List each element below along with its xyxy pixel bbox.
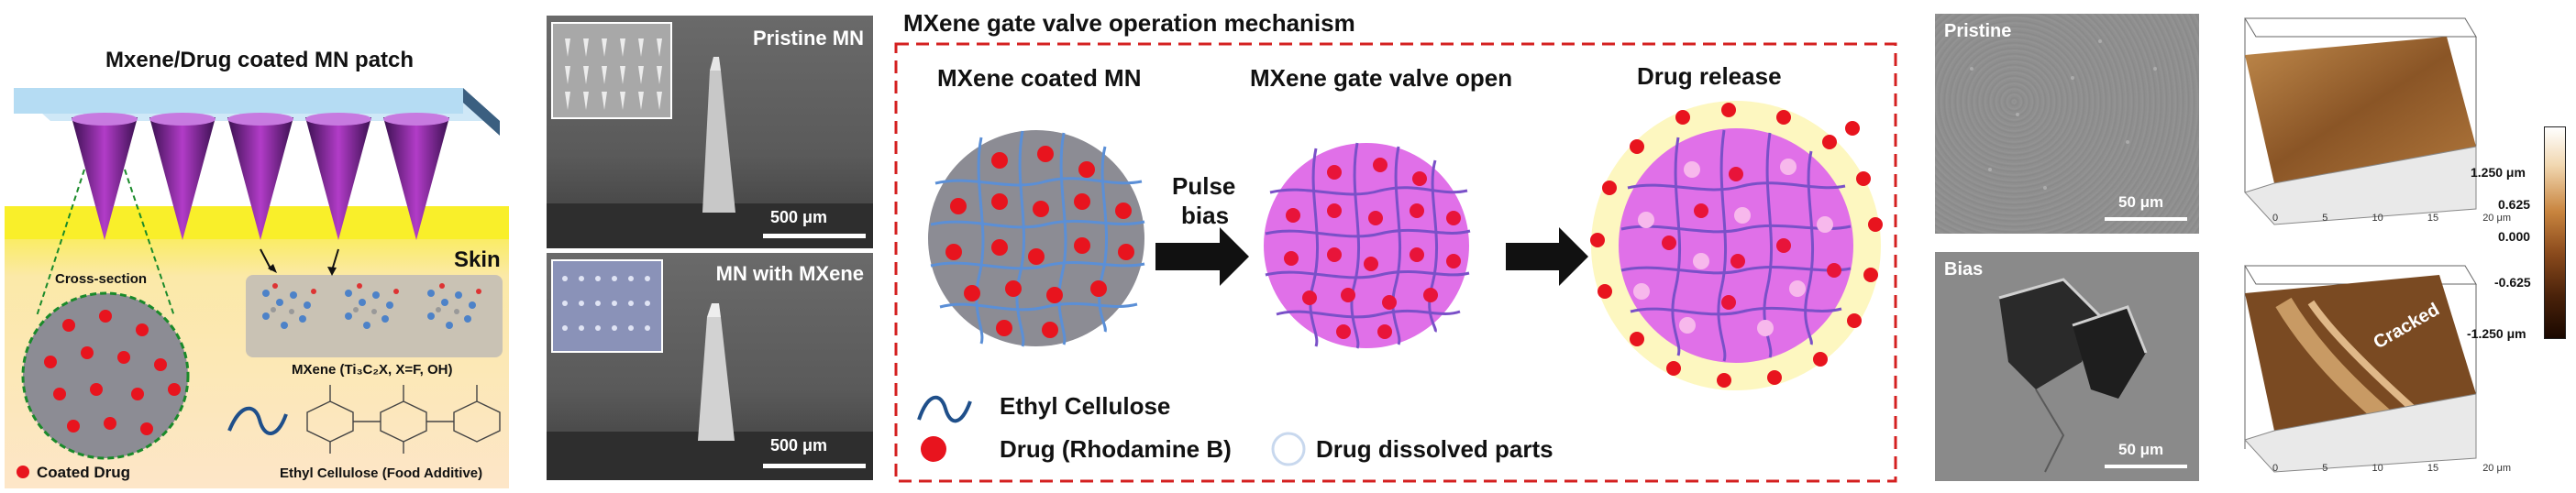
ethyl-cellulose-wave-icon — [227, 406, 288, 435]
tick: 15 — [2427, 463, 2439, 474]
gate-valve-circle — [1264, 142, 1471, 349]
colorbar-tick-3: 0.000 — [2498, 229, 2531, 244]
legend-drug-icon — [921, 436, 946, 462]
sem-mn-with-mxene: MN with MXene 500 μm — [547, 253, 873, 480]
legend-ethyl-cellulose-label: Ethyl Cellulose — [1000, 392, 1171, 420]
mxene-coated-circle — [928, 130, 1145, 347]
mxene-structure-box — [246, 275, 503, 357]
legend-dissolved-label: Drug dissolved parts — [1316, 435, 1553, 463]
colorbar-tick-1: 1.250 μm — [2471, 165, 2526, 180]
scale-bar — [763, 234, 866, 238]
bias-label: bias — [1181, 202, 1230, 229]
mn-patch-illustration — [5, 88, 509, 488]
coated-drug-dot-icon — [17, 466, 29, 478]
sem-surface-pristine-scale: 50 μm — [2118, 193, 2164, 211]
microneedle-cones — [72, 113, 449, 240]
legend-drug-label: Drug (Rhodamine B) — [1000, 435, 1232, 463]
pulse-label: Pulse — [1172, 172, 1236, 200]
coated-drug-label: Coated Drug — [37, 464, 130, 481]
mxene-atoms — [262, 283, 481, 329]
tick: 0 — [2272, 213, 2279, 224]
afm-bias — [2244, 265, 2477, 473]
scale-bar — [2105, 217, 2187, 221]
sem-surface-bias-label: Bias — [1944, 259, 1984, 279]
sem-surface-pristine-label: Pristine — [1944, 21, 2012, 41]
sem-pristine-mn: Pristine MN 500 μm — [547, 16, 873, 248]
afm-x-ticks-top: 0 5 10 15 20 μm — [2272, 213, 2511, 224]
sem-surface-pristine: Pristine 50 μm — [1935, 14, 2199, 234]
sem-surface-bias-scale: 50 μm — [2118, 441, 2164, 458]
afm-pristine — [2244, 17, 2477, 225]
tick: 0 — [2272, 463, 2279, 474]
cross-section-circle — [21, 291, 190, 460]
stage3-label: Drug release — [1637, 62, 1782, 90]
panel-a-title: Mxene/Drug coated MN patch — [105, 48, 415, 72]
stage1-label: MXene coated MN — [937, 64, 1142, 92]
sem-mxene-label: MN with MXene — [715, 262, 864, 285]
legend-ethyl-cellulose-icon — [917, 395, 972, 423]
sem-pristine-label: Pristine MN — [752, 27, 864, 49]
colorbar-tick-2: 0.625 — [2498, 197, 2531, 212]
legend-dissolved-icon — [1271, 432, 1306, 466]
height-colorbar — [2544, 126, 2566, 339]
tick: 15 — [2427, 213, 2439, 224]
sem-mxene-scale: 500 μm — [769, 436, 827, 455]
tick: 20 μm — [2482, 463, 2511, 474]
panel-c-title: MXene gate valve operation mechanism — [903, 9, 1355, 37]
mxene-label: MXene (Ti₃C₂X, X=F, OH) — [292, 362, 453, 378]
cross-section-label: Cross-section — [55, 271, 148, 287]
tick: 10 — [2371, 213, 2383, 224]
arrow-1 — [1155, 227, 1249, 286]
colorbar-tick-4: -0.625 — [2494, 275, 2531, 290]
stage2-label: MXene gate valve open — [1250, 64, 1513, 92]
tick: 20 μm — [2482, 213, 2511, 224]
ethyl-cellulose-structure — [306, 385, 501, 454]
sem-surface-bias: Bias 50 μm — [1935, 252, 2199, 481]
skin-label: Skin — [454, 247, 501, 272]
scale-bar — [2105, 465, 2187, 468]
sem-pristine-scale: 500 μm — [769, 208, 827, 226]
tick: 5 — [2322, 463, 2328, 474]
drug-release-circle — [1590, 101, 1883, 390]
scale-bar — [763, 464, 866, 468]
ethyl-cellulose-label: Ethyl Cellulose (Food Additive) — [280, 466, 483, 481]
arrow-2 — [1506, 227, 1588, 286]
panel-a: Mxene/Drug coated MN patch — [0, 0, 514, 493]
afm-x-ticks-bottom: 0 5 10 15 20 μm — [2272, 463, 2511, 474]
colorbar-tick-5: -1.250 μm — [2467, 326, 2526, 341]
tick: 5 — [2322, 213, 2328, 224]
tick: 10 — [2371, 463, 2383, 474]
cracked-label: Cracked — [2370, 299, 2443, 354]
